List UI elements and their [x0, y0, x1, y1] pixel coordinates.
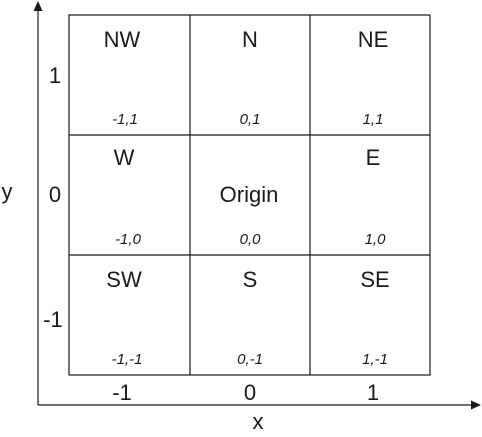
- y-axis-title: y: [2, 179, 13, 204]
- cell-label-ne: NE: [358, 27, 389, 52]
- x-tick-label: -1: [112, 380, 132, 405]
- grid-border: [68, 14, 431, 376]
- cell-label-s: S: [243, 267, 258, 292]
- cell-label-sw: SW: [106, 267, 142, 292]
- x-tick-label: 0: [244, 380, 256, 405]
- cell-label-n: N: [242, 27, 258, 52]
- cell-coord-origin: 0,0: [240, 231, 262, 248]
- y-tick-label: 0: [49, 182, 61, 207]
- cell-label-nw: NW: [104, 27, 141, 52]
- cell-coord-e: 1,0: [365, 231, 387, 248]
- cell-coord-ne: 1,1: [363, 111, 384, 128]
- x-tick-label: 1: [367, 380, 379, 405]
- cell-label-w: W: [114, 145, 135, 170]
- cell-label-origin: Origin: [220, 182, 279, 207]
- cell-coord-s: 0,-1: [237, 351, 263, 368]
- y-tick-label: 1: [49, 63, 61, 88]
- cell-label-se: SE: [360, 267, 389, 292]
- y-axis-arrowhead: [33, 1, 43, 11]
- x-axis-arrowhead: [471, 400, 481, 410]
- cell-label-e: E: [366, 145, 381, 170]
- cell-coord-w: -1,0: [115, 231, 142, 248]
- cell-coord-se: 1,-1: [362, 351, 388, 368]
- cell-coord-sw: -1,-1: [112, 351, 143, 368]
- cell-coord-n: 0,1: [240, 111, 261, 128]
- y-tick-label: -1: [43, 307, 63, 332]
- x-axis-title: x: [253, 409, 264, 434]
- cell-coord-nw: -1,1: [112, 111, 138, 128]
